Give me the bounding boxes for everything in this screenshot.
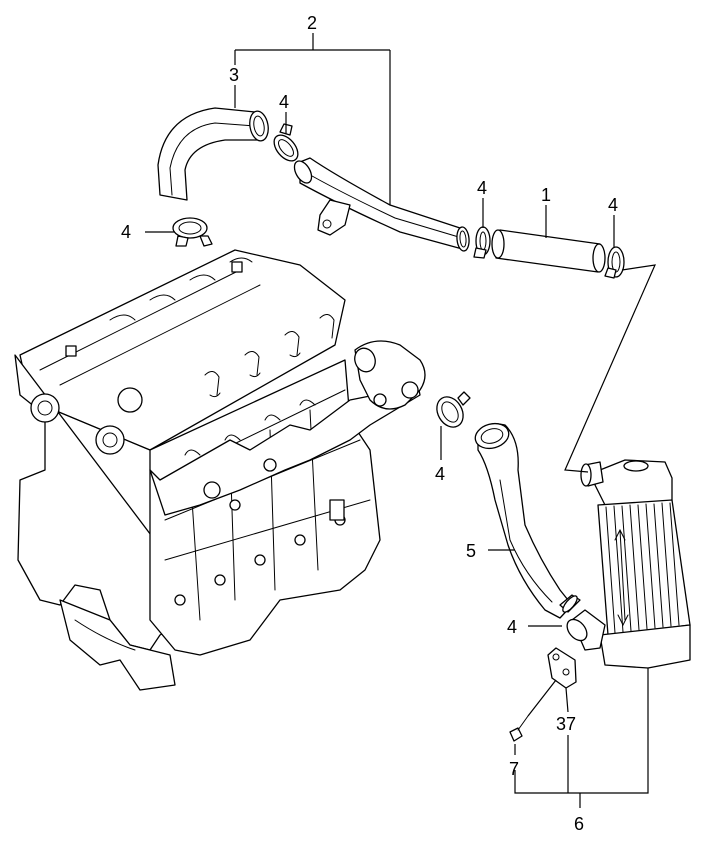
leader-lines [145,33,656,808]
hose-clamp-upper [273,123,299,162]
callout-6: 6 [574,814,584,834]
intercooler-pipe-part-2 [293,157,470,252]
intercooler [566,459,691,669]
callout-4-right-clamp: 4 [608,195,618,215]
boost-sensor-part-37 [547,647,577,689]
hose-clamp-left [172,217,213,247]
callout-37: 37 [556,714,576,734]
hose-clamp-engine [436,391,471,428]
callout-4-mid-clamp: 4 [477,178,487,198]
callout-3: 3 [229,65,239,85]
straight-hose-part-1 [491,229,606,273]
callout-4-engine-clamp: 4 [435,464,445,484]
callout-5: 5 [466,541,476,561]
engine-block [14,249,426,691]
lower-hose-part-5 [474,422,573,619]
bolt-part-7 [509,715,529,742]
callout-4-lower-clamp: 4 [507,617,517,637]
callout-labels: 2 3 4 4 4 1 4 4 5 4 37 7 6 [121,13,618,834]
callout-7: 7 [509,759,519,779]
callout-2: 2 [307,13,317,33]
callout-4-top-clamp: 4 [279,92,289,112]
hose-clamp-right [604,246,625,279]
hose-clamp-middle [473,226,491,259]
callout-1: 1 [541,185,551,205]
hose-clamp-lower [559,594,581,613]
callout-4-left-clamp: 4 [121,222,131,242]
upper-hose-part-3 [157,107,269,201]
